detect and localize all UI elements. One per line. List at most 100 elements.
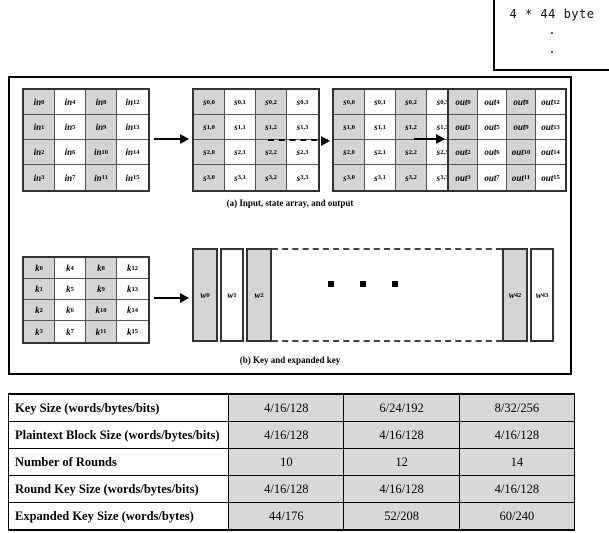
arrow-state-transform-dashed xyxy=(268,136,330,146)
arrow-input-to-state xyxy=(154,134,189,144)
ellipsis-dot xyxy=(392,281,398,287)
table-row: Plaintext Block Size (words/bytes/bits)4… xyxy=(7,421,576,449)
table-cell-value: 4/16/128 xyxy=(228,421,345,449)
table-cell-value: 4/16/128 xyxy=(228,393,345,422)
table-row-label: Expanded Key Size (words/bytes) xyxy=(7,502,230,531)
expanded-key-top-dashed-line xyxy=(272,248,502,250)
table-cell-value: 4/16/128 xyxy=(343,421,460,449)
table-cell-value: 52/208 xyxy=(343,502,460,531)
table-cell-value: 14 xyxy=(458,448,576,476)
ellipsis-dot xyxy=(360,281,366,287)
note-dot-1: . xyxy=(548,23,556,37)
note-text: 4 * 44 byte xyxy=(509,7,595,21)
figure-caption-a: (a) Input, state array, and output xyxy=(226,198,354,208)
arrow-state-to-output xyxy=(414,134,445,144)
ellipsis-dot xyxy=(328,281,334,287)
note-overlay-box: 4 * 44 byte . . xyxy=(493,0,609,71)
table-cell-value: 8/32/256 xyxy=(458,393,576,422)
table-cell-value: 12 xyxy=(343,448,460,476)
table-row-label: Plaintext Block Size (words/bytes/bits) xyxy=(7,421,230,449)
table-row-label: Number of Rounds xyxy=(7,448,230,476)
table-row: Round Key Size (words/bytes/bits)4/16/12… xyxy=(7,475,576,503)
table-cell-value: 60/240 xyxy=(458,502,576,531)
table-cell-value: 10 xyxy=(228,448,345,476)
expanded-key-bottom-dashed-line xyxy=(272,340,502,342)
table-cell-value: 4/16/128 xyxy=(458,421,576,449)
expanded-key-ellipsis xyxy=(328,281,398,287)
table-cell-value: 6/24/192 xyxy=(343,393,460,422)
